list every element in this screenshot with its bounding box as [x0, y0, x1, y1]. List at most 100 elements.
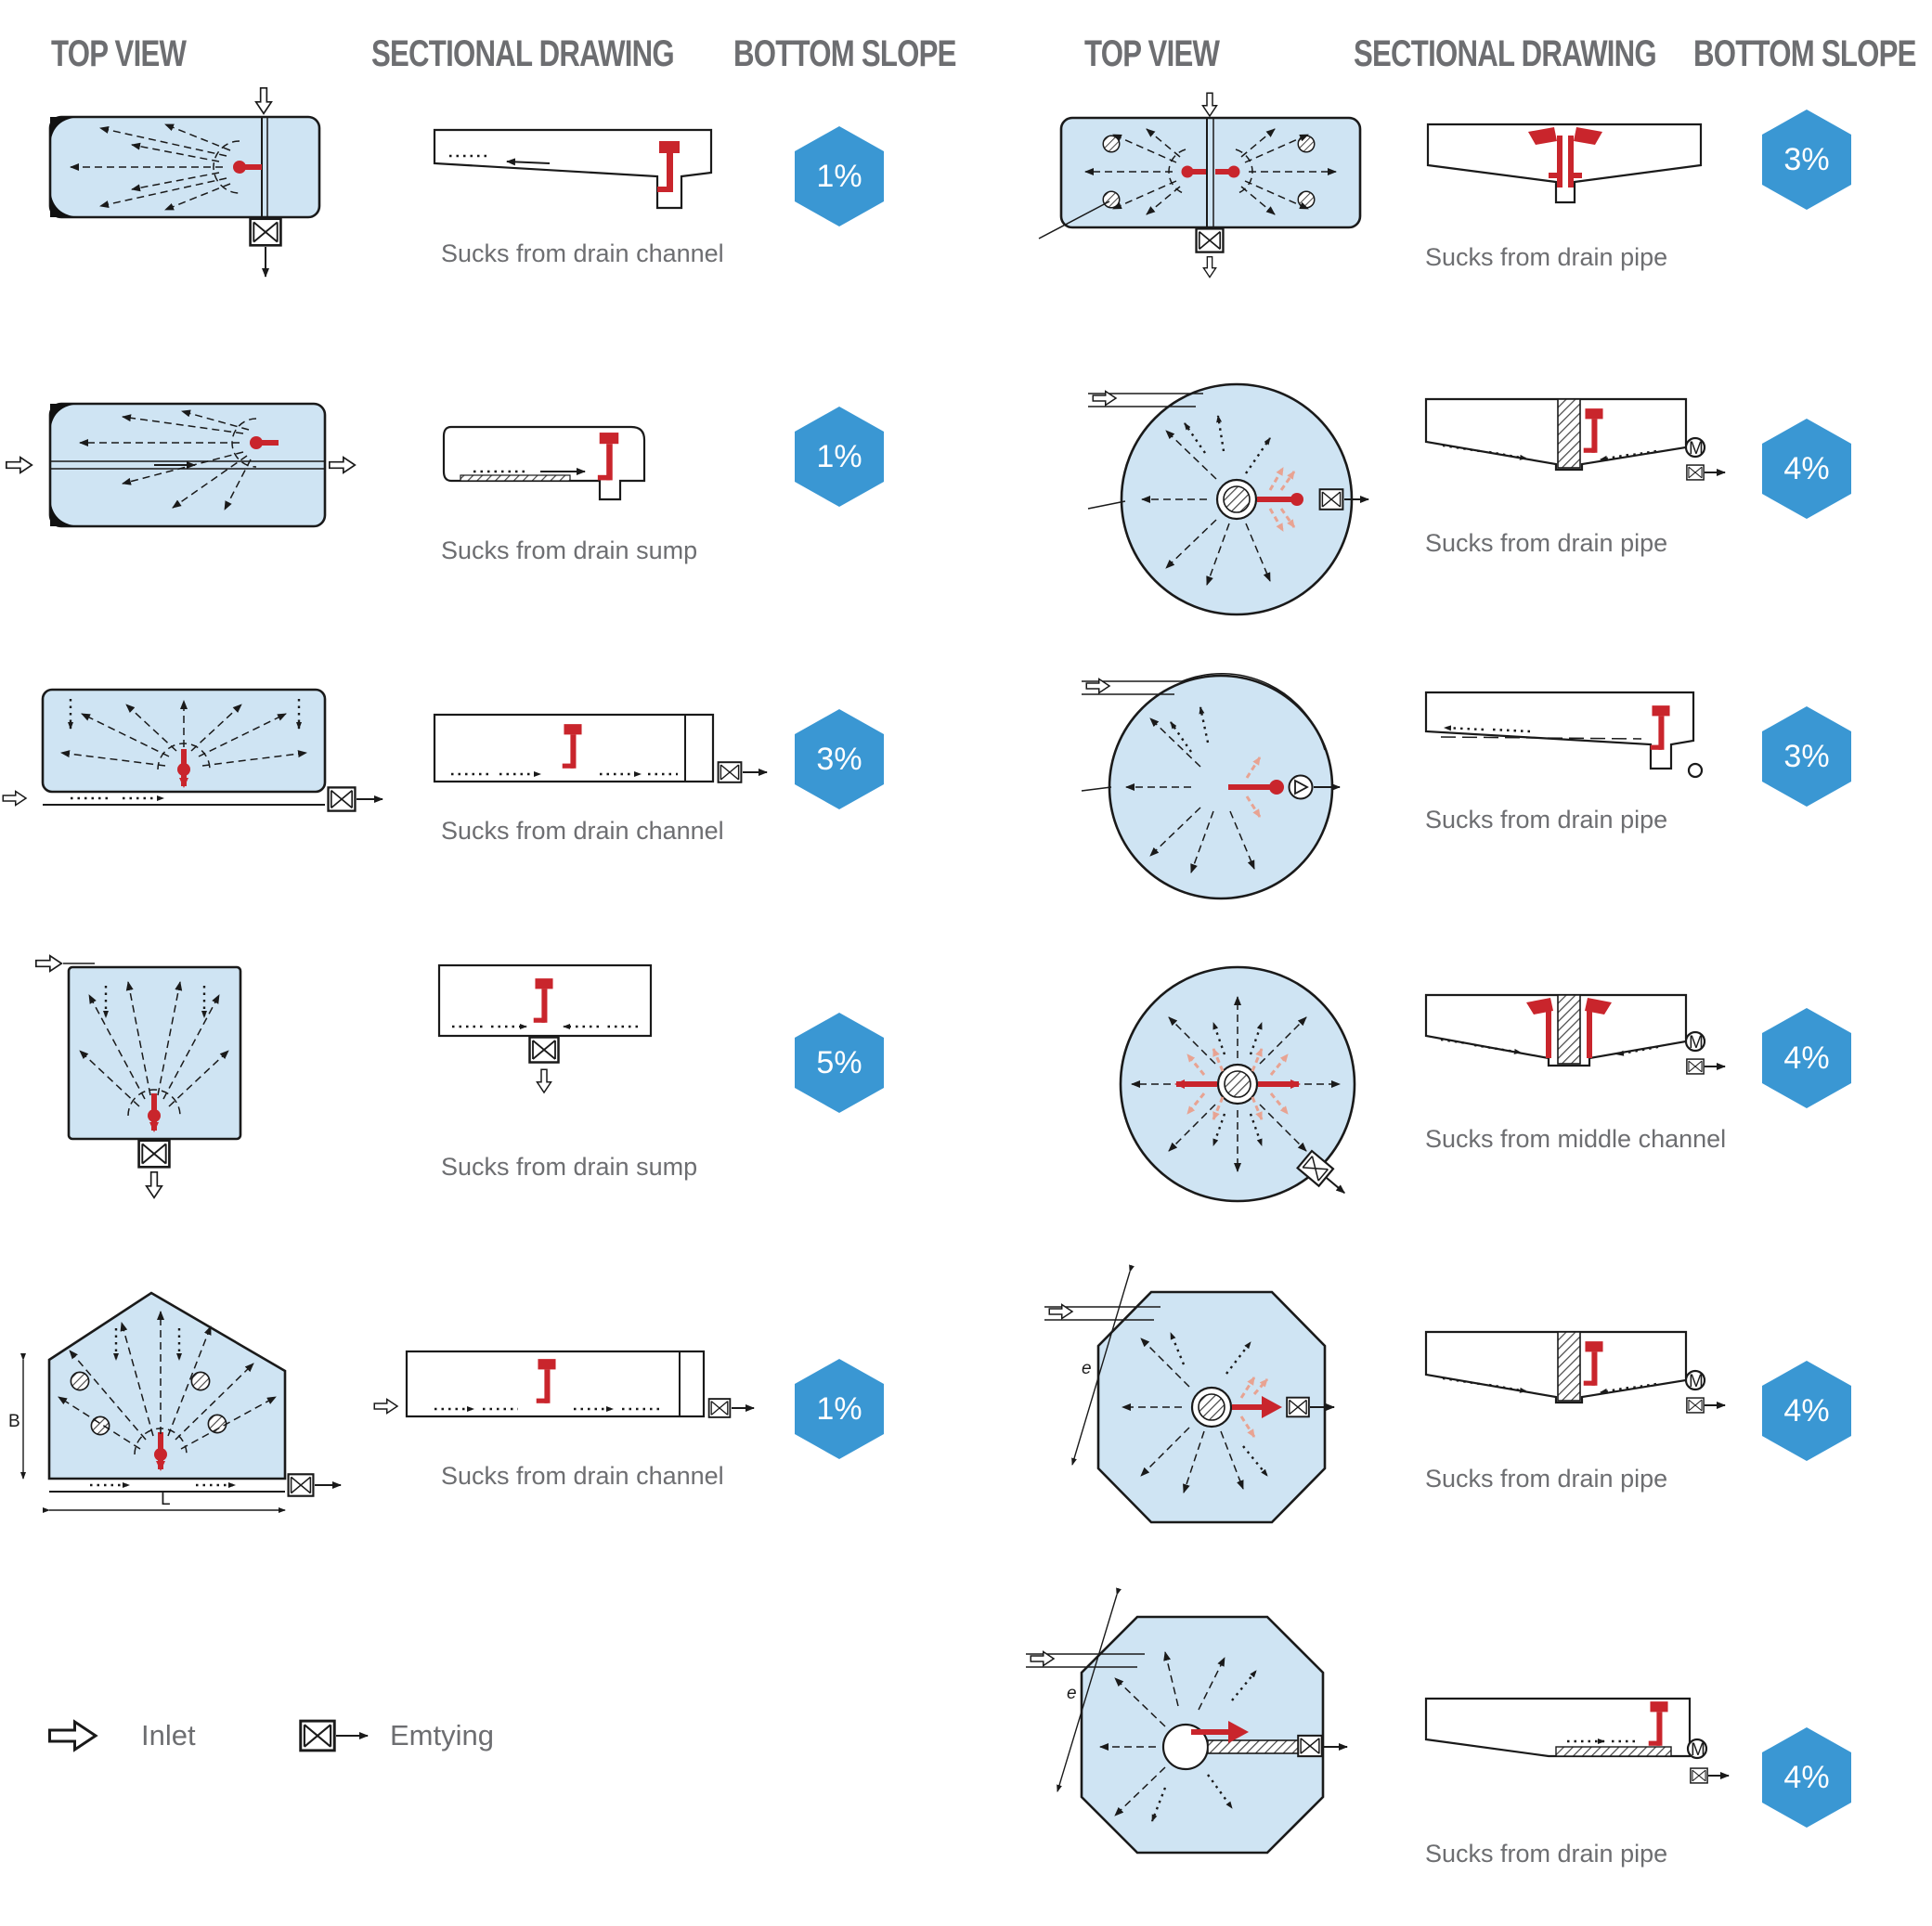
suction-hub-icon [1181, 165, 1240, 178]
caption: Sucks from drain pipe [1425, 529, 1668, 557]
top-view-drawing [1038, 92, 1362, 278]
header-left-top-view: TOP VIEW [51, 33, 187, 74]
top-view-drawing: B L [8, 1291, 342, 1513]
inlet-arrow-icon [1201, 92, 1218, 117]
drain-sump-icon [460, 474, 571, 482]
caption: Sucks from drain sump [441, 536, 698, 564]
caption: Sucks from drain channel [441, 1462, 724, 1490]
sectional-drawing: M [1424, 1330, 1726, 1414]
motor-icon [1684, 1369, 1706, 1391]
suction-device-icon [1526, 998, 1612, 1058]
suction-hub-icon [177, 749, 190, 788]
emptying-valve-icon [1296, 1149, 1345, 1194]
slope-badge: 1% [795, 126, 884, 226]
caption: Sucks from drain channel [441, 817, 724, 845]
flow-arrows [79, 981, 229, 1107]
inlet-arrow-icon [35, 954, 63, 973]
sectional-drawing [437, 963, 653, 1093]
inlet-arrow-icon [373, 1398, 398, 1415]
aeration-dome-icon [190, 1371, 211, 1391]
inlet-arrow-icon [2, 790, 27, 807]
aeration-dome-icon [1102, 135, 1121, 153]
dimension-e-label: e [1082, 1359, 1092, 1378]
suction-hub-icon [148, 1093, 161, 1132]
svg-text:M: M [1689, 1033, 1704, 1053]
caption: Sucks from drain pipe [1425, 1465, 1668, 1493]
sectional-drawing: M [1424, 993, 1726, 1075]
caption: Sucks from middle channel [1425, 1125, 1727, 1153]
outlet-arrow-icon [1202, 255, 1217, 278]
flow-arrows [1141, 415, 1271, 586]
svg-text:M: M [1689, 1372, 1704, 1391]
emptying-valve-icon [249, 217, 282, 247]
header-right-top-view: TOP VIEW [1084, 33, 1220, 74]
suction-arm-icon [1191, 1721, 1249, 1743]
center-column-icon [1557, 398, 1581, 469]
slope-badge: 3% [1762, 706, 1851, 807]
caption: Sucks from drain pipe [1425, 243, 1668, 271]
center-column-icon [1557, 1331, 1581, 1402]
top-view-drawing [1081, 672, 1341, 900]
top-view-drawing [2, 688, 383, 812]
svg-text:M: M [1689, 439, 1704, 459]
svg-text:M: M [1691, 1740, 1705, 1760]
inlet-arrow-icon [254, 87, 273, 115]
emptying-valve-icon [1286, 1396, 1310, 1418]
emptying-valve-icon [1686, 1058, 1705, 1075]
slope-badge: 1% [795, 1359, 884, 1459]
legend-emptying-icon [299, 1719, 369, 1752]
caption: Sucks from drain channel [441, 239, 724, 267]
flow-arrows [1125, 706, 1255, 873]
slope-badge: 3% [1762, 110, 1851, 210]
suction-arm-icon [1232, 1396, 1282, 1418]
top-view-drawing [1119, 965, 1356, 1203]
flow-arrows [1122, 1332, 1268, 1493]
emptying-valve-icon [327, 786, 357, 812]
flow-arrows [1099, 1651, 1257, 1822]
outlet-arrow-icon [329, 456, 357, 474]
flow-arrows [1131, 996, 1341, 1172]
sectional-drawing [373, 1350, 755, 1418]
suction-device-icon [1528, 127, 1602, 187]
top-view-drawing: e [1026, 1587, 1348, 1855]
drain-channel-icon [1555, 1746, 1672, 1757]
aeration-dome-icon [1102, 190, 1121, 209]
emptying-valve-icon [528, 1036, 560, 1064]
caption: Sucks from drain sump [441, 1153, 698, 1181]
dimension-l-label: L [161, 1490, 171, 1509]
motor-icon [1684, 1030, 1706, 1053]
center-column-icon [1223, 485, 1251, 513]
dimension-b-label: B [8, 1412, 20, 1431]
legend-inlet-icon [48, 1720, 97, 1751]
emptying-valve-icon [707, 1398, 732, 1418]
slope-badge: 3% [795, 709, 884, 809]
sectional-drawing: M [1424, 1697, 1730, 1784]
sectional-drawing: M [1424, 397, 1726, 481]
emptying-valve-icon [1318, 488, 1344, 511]
suction-hub-icon [233, 161, 262, 174]
center-column-icon [1198, 1393, 1225, 1421]
emptying-valve-icon [1690, 1767, 1708, 1784]
slope-badge: 1% [795, 407, 884, 507]
emptying-valve-icon [1686, 464, 1705, 481]
flow-arrows [60, 700, 307, 767]
flow-arrows [70, 123, 231, 211]
legend-emptying-label: Emtying [390, 1719, 494, 1751]
slope-badge: 4% [1762, 1361, 1851, 1461]
top-view-drawing: e [1044, 1264, 1335, 1524]
top-view-drawing [1087, 382, 1369, 616]
flow-arrows [79, 409, 252, 511]
center-column-icon [1557, 994, 1581, 1065]
motor-icon [1684, 436, 1706, 459]
slope-badge: 4% [1762, 1727, 1851, 1828]
suction-arm-icon [1228, 780, 1284, 795]
caption: Sucks from drain pipe [1425, 1840, 1668, 1868]
emptying-valve-icon [1297, 1734, 1323, 1758]
emptying-valve-icon [1195, 227, 1225, 253]
dimension-e-label: e [1067, 1684, 1077, 1703]
emptying-valve-icon [287, 1473, 315, 1497]
emptying-valve-icon [1686, 1397, 1705, 1414]
slope-badge: 5% [795, 1013, 884, 1113]
header-left-slope: BOTTOM SLOPE [733, 33, 956, 74]
header-left-sectional: SECTIONAL DRAWING [371, 33, 675, 74]
